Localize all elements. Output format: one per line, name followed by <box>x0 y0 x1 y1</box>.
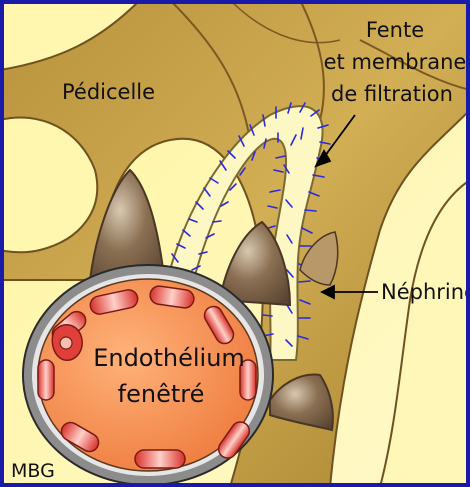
label-endothelium-line2: fenêtré <box>118 380 205 408</box>
label-pedicelle: Pédicelle <box>62 80 155 104</box>
label-fente-line1: Fente <box>366 18 424 42</box>
label-nephrine: Néphrine <box>381 280 470 304</box>
label-endothelium-line1: Endothélium <box>93 344 245 372</box>
label-fente-line3: de filtration <box>331 82 453 106</box>
label-credit: MBG <box>11 460 55 482</box>
label-fente-line2: et membrane <box>324 50 467 74</box>
endothelial-nucleus <box>52 325 82 360</box>
